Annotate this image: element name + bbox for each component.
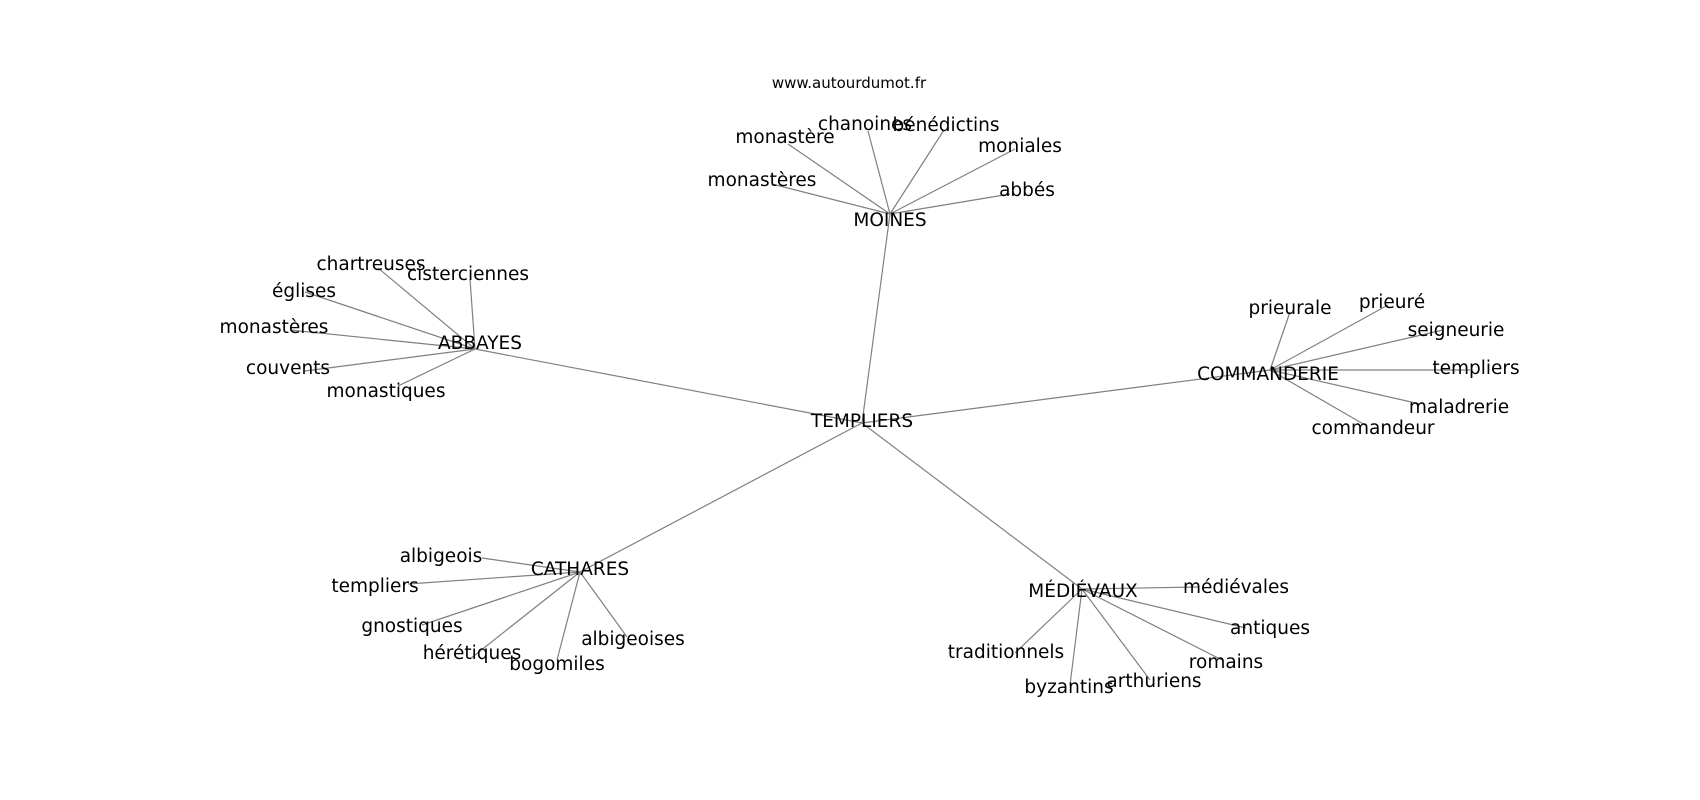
edge-center-medievaux xyxy=(861,422,1083,590)
edge-center-cathares xyxy=(579,422,863,573)
edge-abbayes-a_cisterciennes xyxy=(469,278,476,350)
node-leaf-a_chartreuses[interactable]: chartreuses xyxy=(316,254,425,275)
edge-abbayes-a_couvents xyxy=(304,348,476,372)
node-center-templiers[interactable]: TEMPLIERS xyxy=(810,411,913,432)
edge-cathares-ca_bogomiles xyxy=(556,571,581,661)
graph-edges xyxy=(289,129,1470,686)
node-hub-moines[interactable]: MOINES xyxy=(853,210,926,231)
edge-medievaux-me_romains xyxy=(1081,588,1223,661)
node-leaf-a_monastiques[interactable]: monastiques xyxy=(327,381,446,402)
node-hub-abbayes[interactable]: ABBAYES xyxy=(438,333,522,354)
edge-center-abbayes xyxy=(474,348,863,424)
edge-center-moines xyxy=(861,213,891,424)
edge-moines-m_abbes xyxy=(889,193,1011,215)
edge-medievaux-me_antiques xyxy=(1081,588,1247,629)
node-leaf-me_medievales[interactable]: médiévales xyxy=(1183,577,1289,598)
node-leaf-c_prieure[interactable]: prieuré xyxy=(1359,292,1425,313)
edge-medievaux-me_medievales xyxy=(1081,586,1199,590)
node-leaf-m_monasteres[interactable]: monastères xyxy=(708,170,817,191)
edge-cathares-ca_albigeoises xyxy=(579,571,628,638)
graph-labels: www.autourdumot.fr TEMPLIERS MOINES monast… xyxy=(220,74,1520,698)
node-hub-cathares[interactable]: CATHARES xyxy=(531,559,629,580)
edge-cathares-ca_gnostiques xyxy=(421,571,581,626)
edge-abbayes-a_monasteres xyxy=(289,329,476,350)
edge-commanderie-c_seigneurie xyxy=(1269,329,1444,371)
edge-moines-m_moniales xyxy=(889,148,1016,215)
node-leaf-me_arthuriens[interactable]: arthuriens xyxy=(1106,671,1201,692)
edge-cathares-ca_albigeois xyxy=(481,557,581,573)
node-leaf-me_romains[interactable]: romains xyxy=(1189,652,1263,673)
node-leaf-a_eglises[interactable]: églises xyxy=(272,281,336,302)
node-leaf-m_abbes[interactable]: abbés xyxy=(999,180,1055,201)
node-leaf-ca_templiers[interactable]: templiers xyxy=(331,576,418,597)
node-leaf-ca_gnostiques[interactable]: gnostiques xyxy=(361,616,462,637)
edge-center-commanderie xyxy=(861,369,1271,424)
edge-commanderie-c_prieure xyxy=(1269,304,1389,371)
edge-cathares-ca_heretiques xyxy=(469,571,581,660)
node-leaf-a_couvents[interactable]: couvents xyxy=(246,358,330,379)
site-url-watermark: www.autourdumot.fr xyxy=(772,74,927,92)
edge-moines-m_chanoines xyxy=(867,130,891,215)
node-leaf-c_maladrerie[interactable]: maladrerie xyxy=(1409,397,1509,418)
node-leaf-me_byzantins[interactable]: byzantins xyxy=(1024,677,1113,698)
edge-commanderie-c_maladrerie xyxy=(1269,369,1421,405)
edge-medievaux-me_arthuriens xyxy=(1081,588,1151,681)
node-hub-medievaux[interactable]: MÉDIÉVAUX xyxy=(1028,580,1138,602)
edge-commanderie-c_prieurale xyxy=(1269,311,1291,371)
node-leaf-a_monasteres[interactable]: monastères xyxy=(220,317,329,338)
edge-medievaux-me_traditionnels xyxy=(1014,588,1083,654)
edge-abbayes-a_monastiques xyxy=(397,348,476,387)
node-leaf-c_commandeur[interactable]: commandeur xyxy=(1311,418,1434,439)
node-leaf-ca_albigeoises[interactable]: albigeoises xyxy=(581,629,685,650)
edge-abbayes-a_chartreuses xyxy=(377,267,476,350)
node-leaf-me_traditionnels[interactable]: traditionnels xyxy=(948,642,1064,663)
edge-moines-m_benedictins xyxy=(889,129,945,215)
edge-abbayes-a_eglises xyxy=(304,291,476,350)
node-leaf-c_prieurale[interactable]: prieurale xyxy=(1248,298,1331,319)
node-leaf-me_antiques[interactable]: antiques xyxy=(1230,618,1310,639)
node-leaf-m_benedictins[interactable]: bénédictins xyxy=(892,115,999,136)
node-leaf-m_chanoines[interactable]: chanoines xyxy=(818,114,912,135)
node-leaf-ca_heretiques[interactable]: hérétiques xyxy=(423,643,522,664)
node-leaf-m_moniales[interactable]: moniales xyxy=(978,136,1062,157)
edge-medievaux-me_byzantins xyxy=(1069,588,1083,686)
edge-moines-m_monastere xyxy=(787,143,891,215)
edge-cathares-ca_templiers xyxy=(407,571,581,585)
node-leaf-a_cisterciennes[interactable]: cisterciennes xyxy=(407,264,529,285)
edge-commanderie-c_commandeur xyxy=(1269,369,1366,426)
edge-moines-m_monasteres xyxy=(771,183,891,215)
node-leaf-c_seigneurie[interactable]: seigneurie xyxy=(1408,320,1505,341)
node-leaf-ca_bogomiles[interactable]: bogomiles xyxy=(509,654,604,675)
node-leaf-ca_albigeois[interactable]: albigeois xyxy=(400,546,483,567)
node-hub-commanderie[interactable]: COMMANDERIE xyxy=(1197,364,1339,385)
node-leaf-c_templiers[interactable]: templiers xyxy=(1432,358,1519,379)
node-leaf-m_monastere[interactable]: monastère xyxy=(735,127,834,148)
